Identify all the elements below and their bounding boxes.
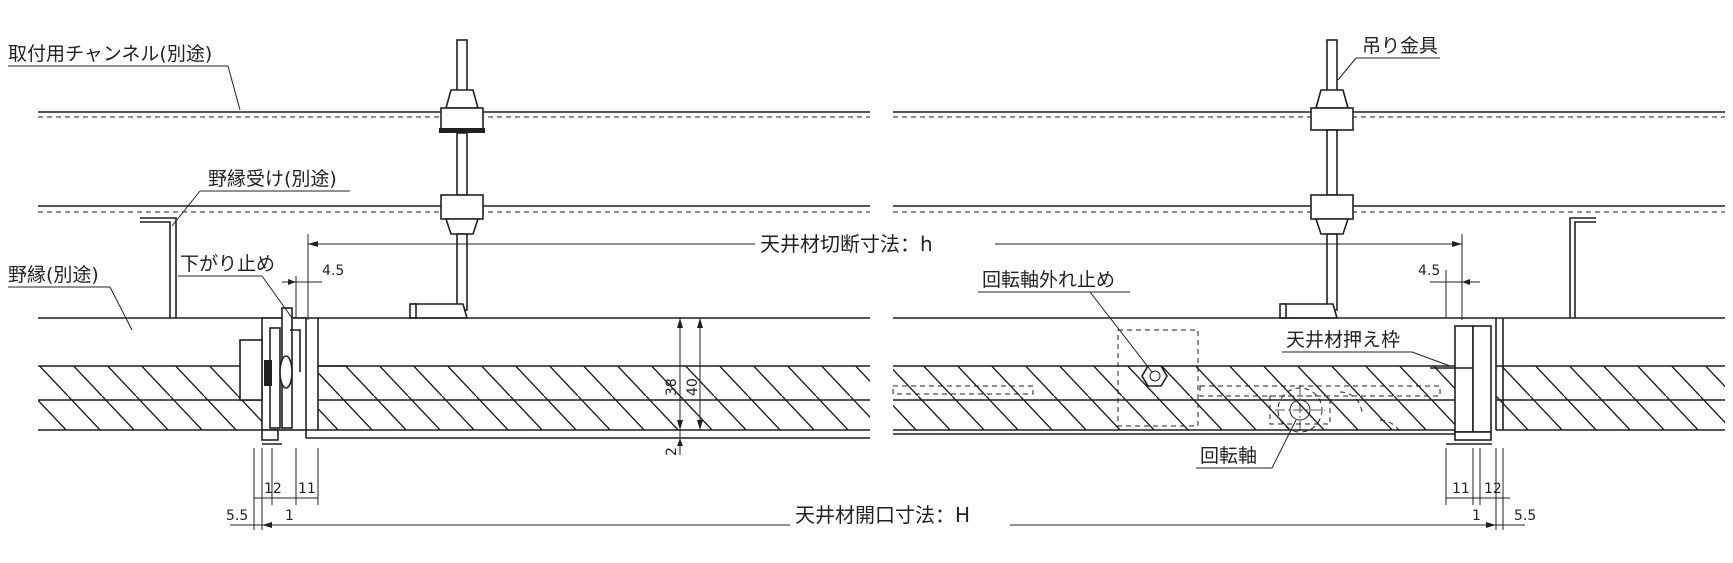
- drop-stop-assembly: [239, 307, 348, 445]
- ceiling-frame-assembly: [1430, 325, 1492, 445]
- dim-left-45: 4.5: [282, 263, 344, 318]
- joist-receiver-right: [1569, 217, 1596, 318]
- dim-right-11-label: 11: [1452, 481, 1470, 497]
- dim-ceiling-cut-label: 天井材切断寸法：h: [760, 232, 933, 256]
- ceiling-board-right-outer: [1495, 318, 1725, 431]
- ceiling-board-right-panel: [893, 365, 1473, 435]
- dim-40-label: 40: [685, 378, 701, 396]
- label-pivot-shaft: 回転軸: [1196, 419, 1297, 469]
- joist-receiver-label: 野縁受け(別途): [208, 168, 337, 190]
- mounting-channel-label: 取付用チャンネル(別途): [8, 43, 212, 65]
- mounting-channel-right: [893, 111, 1725, 213]
- dim-right-55-label: 5.5: [1514, 508, 1536, 524]
- label-hanger: 吊り金具: [1337, 35, 1440, 81]
- hanger-rod-left: [409, 39, 485, 319]
- dim-ceiling-opening: 天井材開口寸法：H: [262, 502, 1496, 528]
- dim-38-label: 38: [664, 378, 680, 396]
- dim-left-55-label: 5.5: [226, 508, 248, 524]
- label-mounting-channel: 取付用チャンネル(別途): [8, 43, 241, 111]
- label-pivot-stop: 回転軸外れ止め: [978, 269, 1153, 373]
- dim-bottom-left: 12 11 5.5 1: [226, 448, 319, 530]
- dim-vertical-stack: 38 40 2: [664, 318, 703, 456]
- hanger-label: 吊り金具: [1362, 35, 1438, 57]
- dim-bottom-right: 11 12 1 5.5: [1445, 448, 1536, 530]
- joist-label: 野縁(別途): [8, 264, 99, 286]
- pivot-shaft: [1269, 385, 1401, 435]
- label-joist-receiver: 野縁受け(別途): [171, 168, 350, 227]
- ceiling-board-left-outer: [38, 365, 264, 431]
- dim-left-12-label: 12: [264, 481, 282, 497]
- dim-2-label: 2: [664, 447, 680, 456]
- dim-ceiling-opening-label: 天井材開口寸法：H: [795, 503, 970, 527]
- ceiling-board-left-panel: [305, 318, 870, 439]
- dim-ceiling-cut: 天井材切断寸法：h: [307, 230, 1463, 320]
- pivot-stop-label: 回転軸外れ止め: [982, 269, 1115, 291]
- dim-right-45: 4.5: [1418, 263, 1480, 318]
- label-ceiling-frame: 天井材押え枠: [1282, 329, 1451, 367]
- pivot-shaft-label: 回転軸: [1200, 445, 1257, 467]
- dim-right-45-label: 4.5: [1418, 263, 1440, 279]
- pivot-stop-hidden: [892, 329, 1441, 427]
- joist-receiver-left: [140, 217, 177, 318]
- dim-right-12-label: 12: [1484, 481, 1502, 497]
- label-joist: 野縁(別途): [8, 264, 133, 331]
- ceiling-frame-label: 天井材押え枠: [1286, 329, 1400, 351]
- dim-left-45-label: 4.5: [322, 263, 344, 279]
- label-drop-stop: 下がり止め: [178, 253, 293, 319]
- dim-left-11-label: 11: [298, 481, 316, 497]
- hanger-rod-right: [1279, 39, 1354, 319]
- dim-left-1-label: 1: [285, 508, 294, 524]
- drop-stop-label: 下がり止め: [180, 253, 275, 275]
- dim-right-1-label: 1: [1472, 508, 1481, 524]
